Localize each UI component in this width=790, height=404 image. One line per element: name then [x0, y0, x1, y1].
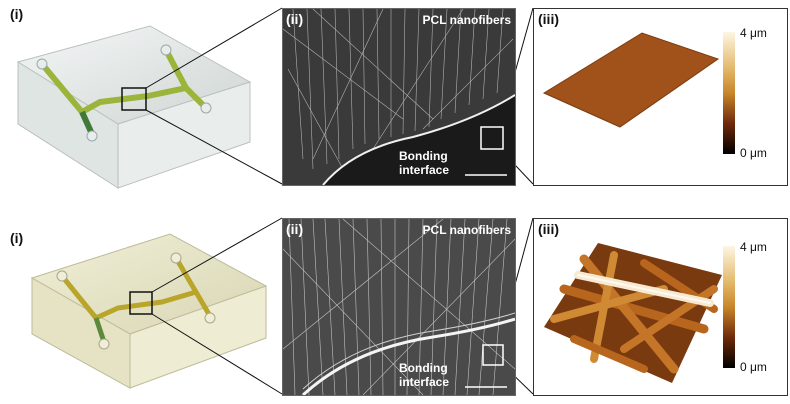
panel-label-iii: (iii)	[538, 221, 559, 237]
sem-image: (ii) PCL nanofibers Bonding interface	[282, 218, 516, 396]
colorbar	[723, 32, 735, 154]
colorbar	[723, 246, 735, 368]
panel-label-ii: (ii)	[286, 11, 304, 27]
sem-label-interface: interface	[399, 163, 450, 177]
afm-surface-fibers	[544, 243, 722, 383]
colorbar-min-label: 0 μm	[740, 360, 767, 374]
sem-label-nanofibers: PCL nanofibers	[422, 223, 511, 237]
zoom-box-i	[129, 291, 153, 315]
sem-label-nanofibers: PCL nanofibers	[422, 13, 511, 27]
sem-label-bonding: Bonding	[399, 149, 448, 163]
zoom-box-i	[121, 87, 147, 111]
panel-label-i: (i)	[10, 230, 24, 246]
nanofiber-texture	[283, 9, 515, 185]
figure-row-bottom: (i)	[0, 214, 790, 404]
figure-row-top: (i)	[0, 4, 790, 194]
sem-label-interface: interface	[399, 375, 450, 389]
colorbar-max-label: 4 μm	[740, 240, 767, 254]
zoom-box-ii	[480, 126, 504, 150]
panel-label-iii: (iii)	[538, 11, 559, 27]
sem-image: (ii) PCL nanofibers Bonding interface	[282, 8, 516, 186]
panel-label-i: (i)	[10, 6, 24, 22]
device-photo	[16, 7, 534, 189]
afm-panel: (iii)	[533, 218, 788, 396]
afm-panel: (iii)	[533, 8, 788, 186]
colorbar-max-label: 4 μm	[740, 26, 767, 40]
device-photo	[30, 217, 534, 395]
zoom-box-ii	[482, 344, 504, 366]
panel-label-ii: (ii)	[286, 221, 304, 237]
colorbar-min-label: 0 μm	[740, 146, 767, 160]
sem-label-bonding: Bonding	[399, 361, 448, 375]
nanofiber-texture	[283, 219, 515, 395]
afm-surface-flat	[542, 32, 720, 128]
